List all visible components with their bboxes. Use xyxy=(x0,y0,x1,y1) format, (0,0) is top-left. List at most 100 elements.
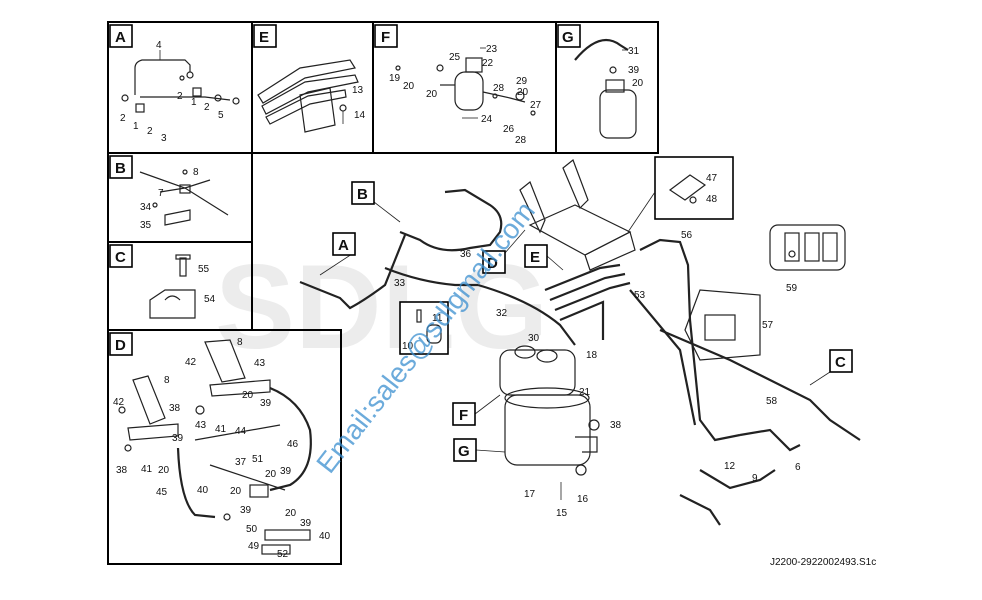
callout-m-15: 15 xyxy=(556,508,568,519)
callout-f-22: 22 xyxy=(482,58,494,69)
callout-d-20a: 20 xyxy=(242,390,254,401)
callout-d-38a: 38 xyxy=(169,403,181,414)
callout-d-43b: 43 xyxy=(195,420,207,431)
callout-d-8a: 8 xyxy=(237,337,243,348)
callout-d-41b: 41 xyxy=(141,464,153,475)
callout-d-20c: 20 xyxy=(265,469,277,480)
callout-m-18: 18 xyxy=(586,350,598,361)
main-tag-e: E xyxy=(524,244,548,268)
callout-m-11: 11 xyxy=(432,313,443,324)
callout-m-10: 10 xyxy=(402,341,414,352)
callout-f-28b: 28 xyxy=(515,135,527,146)
callout-m-58: 58 xyxy=(766,396,778,407)
panel-e-drawing xyxy=(257,59,359,133)
callout-m-30: 30 xyxy=(528,333,540,344)
svg-text:C: C xyxy=(835,354,846,371)
callout-d-39c: 39 xyxy=(280,466,292,477)
callout-d-49: 49 xyxy=(248,541,260,552)
main-tag-c: C xyxy=(829,349,853,373)
callout-m-47: 47 xyxy=(706,173,718,184)
callout-m-12: 12 xyxy=(724,461,736,472)
callout-d-52: 52 xyxy=(277,549,289,560)
callout-m-21: 21 xyxy=(579,387,591,398)
callout-d-39e: 39 xyxy=(300,518,312,529)
callout-d-50: 50 xyxy=(246,524,258,535)
svg-text:F: F xyxy=(381,29,390,46)
svg-text:D: D xyxy=(115,337,126,354)
callout-b-7: 7 xyxy=(158,188,164,199)
callout-d-40b: 40 xyxy=(319,531,331,542)
callout-b-34: 34 xyxy=(140,202,152,213)
panel-d-drawing xyxy=(118,339,312,555)
main-tag-d: D xyxy=(482,250,506,274)
callout-e-14: 14 xyxy=(354,110,366,121)
svg-text:G: G xyxy=(562,29,574,46)
svg-text:A: A xyxy=(338,237,349,254)
panel-g-frame xyxy=(555,21,659,154)
callout-f-29: 29 xyxy=(516,76,528,87)
callout-m-57: 57 xyxy=(762,320,774,331)
callout-g-39: 39 xyxy=(628,65,640,76)
callout-d-41a: 41 xyxy=(215,424,227,435)
panel-d-frame xyxy=(107,329,342,565)
callout-a-5: 5 xyxy=(218,110,224,121)
callout-a-2b: 2 xyxy=(204,102,210,113)
callout-m-48: 48 xyxy=(706,194,718,205)
svg-text:A: A xyxy=(115,29,126,46)
main-tag-g: G xyxy=(453,438,477,462)
callout-f-26: 26 xyxy=(503,124,515,135)
callout-a-1a: 1 xyxy=(191,97,197,108)
callout-e-13: 13 xyxy=(352,85,364,96)
callout-f-19: 19 xyxy=(389,73,401,84)
callout-d-20d: 20 xyxy=(230,486,242,497)
callout-f-20c: 20 xyxy=(517,87,529,98)
panel-tag-b: B xyxy=(109,155,133,179)
svg-text:E: E xyxy=(259,29,269,46)
callout-m-16: 16 xyxy=(577,494,589,505)
callout-d-40a: 40 xyxy=(197,485,209,496)
callout-f-24: 24 xyxy=(481,114,493,125)
callout-a-2a: 2 xyxy=(177,91,183,102)
callout-d-37: 37 xyxy=(235,457,247,468)
callout-c-55: 55 xyxy=(198,264,210,275)
callout-m-36: 36 xyxy=(460,249,472,260)
svg-text:B: B xyxy=(357,186,368,203)
panel-f-frame xyxy=(372,21,557,154)
callout-m-9: 9 xyxy=(752,473,758,484)
panel-b-drawing xyxy=(139,169,229,226)
callout-a-4: 4 xyxy=(156,40,162,51)
callout-f-20b: 20 xyxy=(426,89,438,100)
callout-g-31: 31 xyxy=(628,46,640,57)
callout-a-1b: 1 xyxy=(133,121,139,132)
callout-f-25: 25 xyxy=(449,52,461,63)
callout-d-42b: 42 xyxy=(113,397,125,408)
callout-m-56: 56 xyxy=(681,230,693,241)
callout-f-27: 27 xyxy=(530,100,542,111)
callout-b-8: 8 xyxy=(193,167,199,178)
callout-d-51: 51 xyxy=(252,454,264,465)
callout-a-2c: 2 xyxy=(120,113,126,124)
drawing-code: J2200-2922002493.S1c xyxy=(770,557,876,568)
callout-f-28a: 28 xyxy=(493,83,505,94)
callout-d-44: 44 xyxy=(235,426,247,437)
callout-d-39b: 39 xyxy=(172,433,184,444)
main-tag-a: A xyxy=(332,232,356,256)
callout-g-20: 20 xyxy=(632,78,644,89)
panel-tag-f: F xyxy=(374,24,398,48)
callout-m-17: 17 xyxy=(524,489,536,500)
panel-tag-g: G xyxy=(557,24,581,48)
callout-a-3: 3 xyxy=(161,133,167,144)
svg-text:D: D xyxy=(487,255,498,272)
svg-text:G: G xyxy=(458,443,470,460)
panel-tag-e: E xyxy=(253,24,277,48)
callout-d-42a: 42 xyxy=(185,357,197,368)
main-tag-b: B xyxy=(351,181,375,205)
callout-d-38b: 38 xyxy=(116,465,128,476)
callout-c-54: 54 xyxy=(204,294,216,305)
callout-f-23: 23 xyxy=(486,44,498,55)
panel-g-drawing xyxy=(574,38,637,139)
callout-m-6: 6 xyxy=(795,462,801,473)
callout-b-35: 35 xyxy=(140,220,152,231)
main-tag-f: F xyxy=(452,402,476,426)
svg-text:B: B xyxy=(115,160,126,177)
